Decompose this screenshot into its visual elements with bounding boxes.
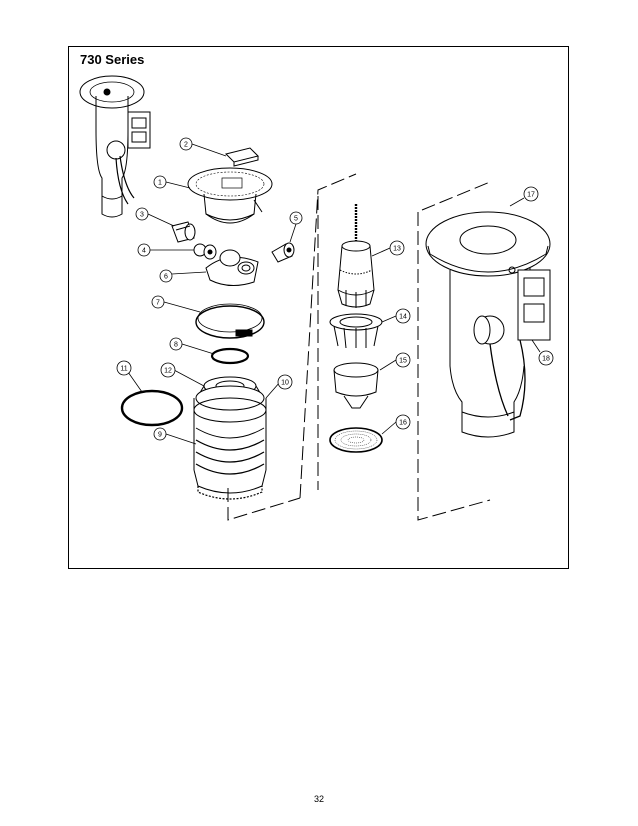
parts-9-10-12-body-assembly	[193, 376, 267, 500]
callout-4: 4	[137, 243, 151, 257]
callout-16: 16	[395, 414, 411, 430]
part-3-nozzle	[171, 221, 196, 243]
svg-text:16: 16	[399, 420, 407, 427]
svg-text:7: 7	[156, 300, 160, 307]
svg-text:3: 3	[140, 212, 144, 219]
callout-10: 10	[277, 374, 293, 390]
svg-text:17: 17	[527, 192, 535, 199]
callouts: 2 1 3 4 5 6 7 8 11 12 10 9 13 14 15 16 1…	[116, 137, 554, 441]
callout-14: 14	[395, 308, 411, 324]
diagram-title: 730 Series	[80, 52, 145, 67]
part-2-cap	[225, 147, 259, 167]
svg-text:13: 13	[393, 246, 401, 253]
callout-2: 2	[179, 137, 193, 151]
assembled-rotor-illustration	[79, 75, 151, 218]
svg-text:1: 1	[158, 180, 162, 187]
svg-text:4: 4	[142, 248, 146, 255]
svg-text:11: 11	[120, 366, 127, 373]
callout-7: 7	[151, 295, 165, 309]
callout-leader-lines	[127, 143, 541, 445]
part-6-nozzle-body	[205, 249, 259, 286]
part-8-o-ring	[210, 347, 250, 365]
svg-text:12: 12	[164, 368, 172, 375]
part-16-filter-screen	[329, 427, 383, 453]
part-14-comb-cage	[329, 313, 383, 349]
callout-1: 1	[153, 175, 167, 189]
svg-text:8: 8	[174, 342, 178, 349]
part-7-snap-ring	[195, 303, 265, 339]
callout-3: 3	[135, 207, 149, 221]
part-4-nozzle-insert	[193, 243, 217, 260]
part-13-motor-shaft	[337, 204, 375, 308]
page-number: 32	[313, 794, 324, 804]
dashed-bracket-lines	[227, 173, 491, 521]
callout-17: 17	[523, 186, 539, 202]
svg-text:10: 10	[281, 380, 289, 387]
svg-text:6: 6	[164, 274, 168, 281]
callout-5: 5	[289, 211, 303, 225]
part-17-18-housing	[425, 211, 551, 438]
svg-text:5: 5	[294, 216, 298, 223]
callout-11: 11	[116, 360, 132, 376]
callout-13: 13	[389, 240, 405, 256]
callout-8: 8	[169, 337, 183, 351]
diagram-frame	[68, 46, 569, 569]
callout-6: 6	[159, 269, 173, 283]
callout-15: 15	[395, 352, 411, 368]
svg-text:18: 18	[542, 356, 550, 363]
part-5-secondary-nozzle	[271, 242, 295, 263]
part-15-screen-cup	[333, 362, 379, 409]
svg-text:15: 15	[399, 358, 407, 365]
svg-text:14: 14	[399, 314, 407, 321]
callout-9: 9	[153, 427, 167, 441]
svg-text:9: 9	[158, 432, 162, 439]
part-1-top-housing	[187, 167, 273, 224]
svg-text:2: 2	[184, 142, 188, 149]
part-11-large-o-ring	[120, 389, 184, 427]
callout-18: 18	[538, 350, 554, 366]
callout-12: 12	[160, 362, 176, 378]
